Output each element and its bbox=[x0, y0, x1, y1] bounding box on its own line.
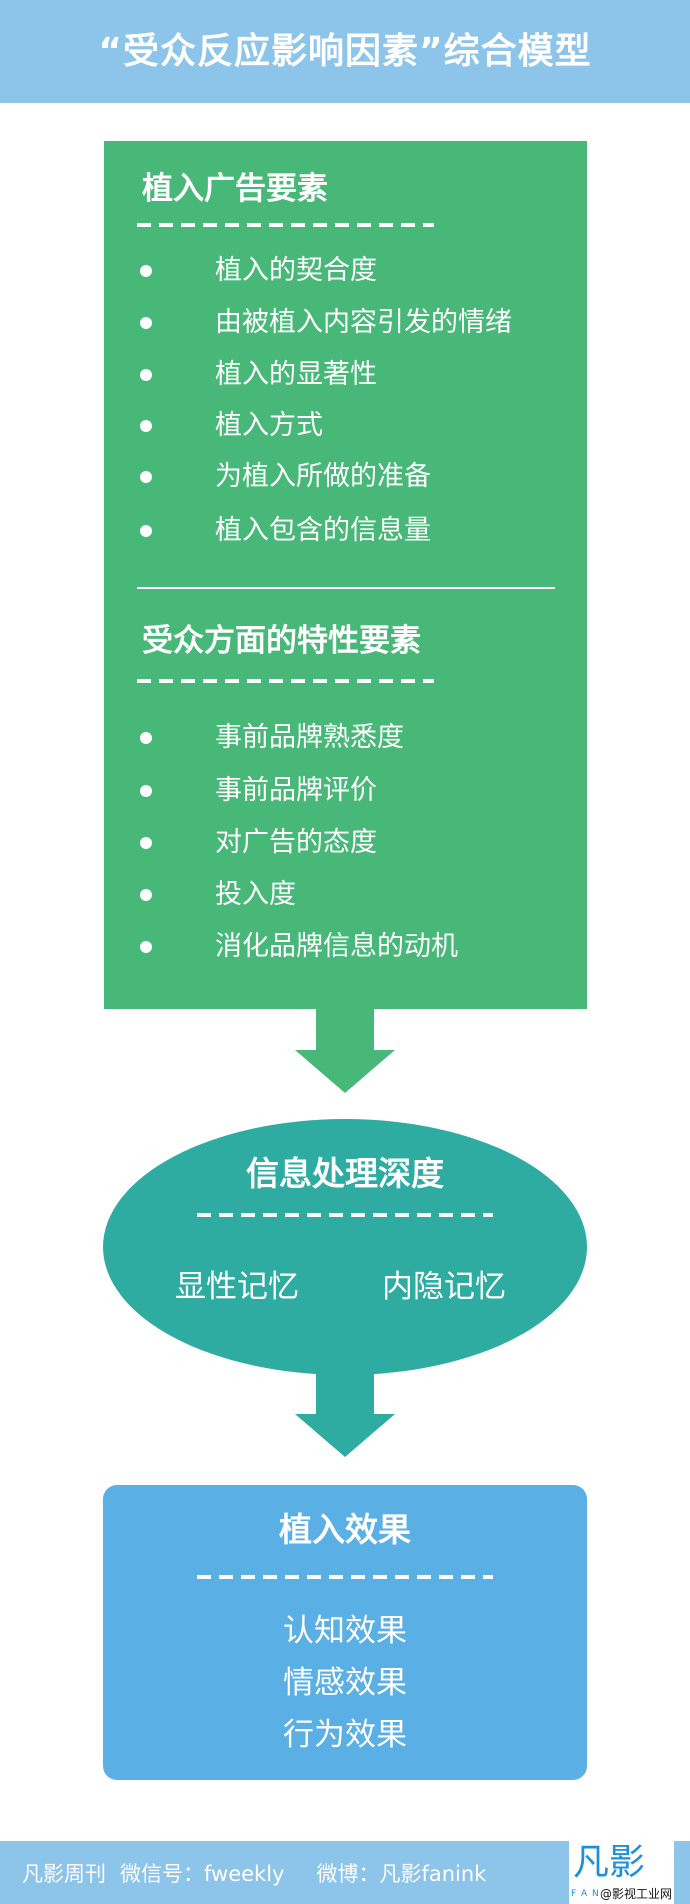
brand-logo: 凡影 F A N @影视工业网 bbox=[569, 1841, 674, 1904]
bullet-icon bbox=[140, 317, 152, 329]
explicit-memory-label: 显性记忆 bbox=[175, 1269, 299, 1305]
dashed-divider bbox=[137, 223, 434, 227]
list-item: 植入的显著性 bbox=[104, 355, 564, 395]
dashed-divider bbox=[137, 679, 434, 683]
bullet-icon bbox=[140, 941, 152, 953]
section-divider bbox=[137, 587, 555, 589]
ad-factors-box: 植入广告要素 植入的契合度 由被植入内容引发的情绪 植入的显著性 植入方式 为植… bbox=[104, 141, 587, 1009]
bullet-icon bbox=[140, 420, 152, 432]
logo-sub: F A N bbox=[571, 1889, 600, 1899]
header-bar: “受众反应影响因素”综合模型 bbox=[0, 0, 690, 103]
bullet-icon bbox=[140, 837, 152, 849]
bullet-icon bbox=[140, 369, 152, 381]
effect-item: 认知效果 bbox=[283, 1613, 407, 1649]
list-item: 为植入所做的准备 bbox=[104, 457, 564, 497]
page-title: “受众反应影响因素”综合模型 bbox=[98, 31, 592, 72]
effect-box: 植入效果 认知效果 情感效果 行为效果 bbox=[103, 1485, 587, 1780]
dashed-divider bbox=[197, 1213, 493, 1217]
list-item: 事前品牌评价 bbox=[104, 771, 564, 811]
implicit-memory-label: 内隐记忆 bbox=[382, 1269, 506, 1305]
bullet-icon bbox=[140, 785, 152, 797]
list-item: 对广告的态度 bbox=[104, 823, 564, 863]
footer-wechat: 微信号：fweekly bbox=[120, 1861, 285, 1886]
down-arrow-icon bbox=[295, 1374, 395, 1457]
down-arrow-icon bbox=[295, 1008, 395, 1093]
list-item: 植入的契合度 bbox=[104, 251, 564, 291]
bullet-icon bbox=[140, 732, 152, 744]
ad-factors-heading: 植入广告要素 bbox=[142, 171, 328, 207]
list-item: 植入方式 bbox=[104, 406, 564, 446]
list-item: 事前品牌熟悉度 bbox=[104, 718, 564, 758]
processing-depth-ellipse: 信息处理深度 显性记忆 内隐记忆 bbox=[103, 1119, 587, 1375]
audience-factors-heading: 受众方面的特性要素 bbox=[142, 623, 421, 659]
footer-weibo: 微博：凡影fanink bbox=[316, 1861, 487, 1886]
dashed-divider bbox=[197, 1575, 493, 1579]
footer-brand: 凡影周刊 bbox=[22, 1861, 106, 1886]
bullet-icon bbox=[140, 525, 152, 537]
list-item: 投入度 bbox=[104, 875, 564, 915]
processing-heading: 信息处理深度 bbox=[246, 1154, 444, 1193]
logo-mark: 凡影 bbox=[573, 1842, 646, 1883]
watermark: @影视工业网 bbox=[600, 1887, 673, 1901]
bullet-icon bbox=[140, 889, 152, 901]
list-item: 消化品牌信息的动机 bbox=[104, 927, 564, 967]
bullet-icon bbox=[140, 265, 152, 277]
list-item: 由被植入内容引发的情绪 bbox=[104, 303, 564, 343]
effect-heading: 植入效果 bbox=[279, 1510, 411, 1549]
list-item: 植入包含的信息量 bbox=[104, 511, 564, 551]
effect-item: 情感效果 bbox=[283, 1665, 407, 1701]
effect-item: 行为效果 bbox=[283, 1717, 407, 1753]
bullet-icon bbox=[140, 471, 152, 483]
